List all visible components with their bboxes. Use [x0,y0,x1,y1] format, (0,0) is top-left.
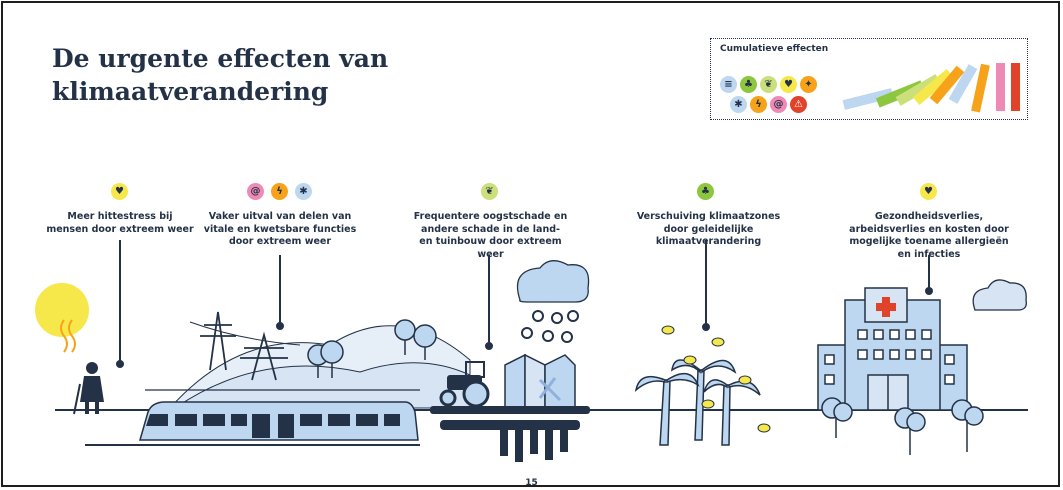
hospital-building [817,287,968,411]
snowflake-icon: ✱ [730,96,747,113]
flooded-field [430,406,590,462]
hail-snowflakes [521,310,579,343]
hospital-trees [821,397,984,455]
elderly-person-illustration [73,362,104,415]
lightning-icon: ϟ [271,183,288,200]
at-sign-icon: @ [770,96,787,113]
palm-trees [634,359,761,446]
heart-icon: ♥ [780,76,797,93]
effect-caption-vital-functions: Vaker uitval van delen van vitale en kwe… [203,211,357,247]
domino-bars [842,63,1020,113]
heart-icon: ♥ [111,183,128,200]
train-illustration [85,389,420,446]
effect-caption-heat-stress: Meer hittestress bij mensen door extreem… [46,211,194,235]
effect-caption-climate-zones: Verschuiving klimaatzones door geleideli… [636,211,781,247]
mosquito-bees [661,325,771,433]
tree-icon: ♣ [740,76,757,93]
page-number: 15 [525,478,538,488]
greenhouse-illustration [504,353,576,409]
heart-icon: ♥ [920,183,937,200]
sun-illustration [35,283,89,353]
tractor-illustration [439,361,490,408]
snowflake-icon: ✱ [295,183,312,200]
running-person-icon: ✦ [800,76,817,93]
storm-cloud [516,260,590,343]
water-icon: ≡ [720,76,737,93]
effect-caption-health-loss: Gezondheidsverlies, arbeidsverlies en ko… [849,211,1009,260]
tree-icon: ♣ [697,183,714,200]
hills [168,325,471,409]
page-title: De urgente effecten van klimaatveranderi… [52,44,389,106]
leaf-icon: ❦ [481,183,498,200]
warning-icon: ⚠ [790,96,807,113]
power-pylons [189,311,301,381]
legend-title: Cumulatieve effecten [720,44,829,54]
pointer-lines [116,240,933,368]
effect-caption-harvest-damage: Frequentere oogstschade en andere schade… [413,211,568,260]
leaf-icon: ❦ [760,76,777,93]
at-sign-icon: @ [247,183,264,200]
hospital-cloud [972,279,1027,311]
hill-trees [307,319,437,378]
cumulative-effects-legend: Cumulatieve effecten ≡ ♣ ❦ ♥ ✦ ✱ ϟ @ ⚠ [710,38,1028,120]
lightning-icon: ϟ [750,96,767,113]
